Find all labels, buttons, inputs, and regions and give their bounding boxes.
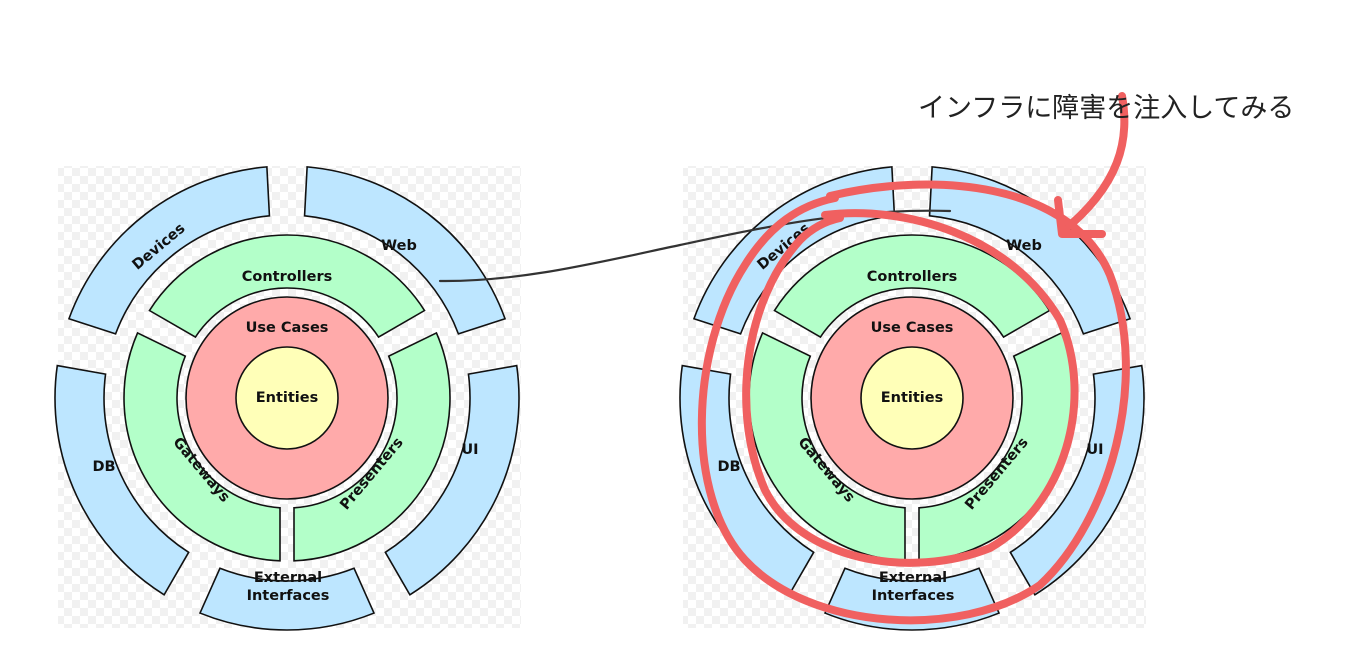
left-label-ui: UI: [461, 442, 478, 458]
left-label-use-cases: Use Cases: [246, 320, 329, 336]
left-entities-circle: [235, 346, 339, 450]
left-label-controllers: Controllers: [242, 269, 333, 285]
arrow-shaft: [1058, 92, 1129, 236]
left-ring-segment-devices: [67, 166, 271, 335]
right-label-external: External: [879, 570, 947, 586]
arrow-head: [1054, 196, 1106, 238]
left-ring-segment-web: [303, 166, 507, 335]
right-ring-segment-gateways: [748, 331, 906, 562]
outer-scribble-circle: [697, 180, 1130, 625]
left-ring-segment-ui: [384, 364, 520, 596]
right-entities-circle: [860, 346, 964, 450]
left-ring-segment-gateways: [123, 331, 281, 562]
left-label-external: External: [254, 570, 322, 586]
annotation-overlay: [438, 92, 1130, 625]
annotation-text: インフラに障害を注入してみる: [918, 93, 1295, 124]
right-label-db: DB: [717, 459, 740, 475]
left-label-db: DB: [92, 459, 115, 475]
inner-scribble-circle: [742, 209, 1079, 567]
right-label-use-cases: Use Cases: [871, 320, 954, 336]
right-label-entities: Entities: [881, 390, 944, 406]
right-ring-segment-web: [928, 166, 1132, 335]
left-label-entities: Entities: [256, 390, 319, 406]
right-label-interfaces: Interfaces: [872, 588, 955, 604]
left-ring-segment-controllers: [148, 234, 426, 339]
right-label-web: Web: [1006, 238, 1042, 254]
left-ring-segment-external-interfaces: [198, 567, 376, 631]
right-label-controllers: Controllers: [867, 269, 958, 285]
left-label-web: Web: [381, 238, 417, 254]
left-ring-segment-db: [54, 364, 190, 596]
right-ring-segment-ui: [1009, 364, 1145, 596]
left-label-interfaces: Interfaces: [247, 588, 330, 604]
right-label-ui: UI: [1086, 442, 1103, 458]
left-ring-segment-presenters: [293, 331, 451, 562]
